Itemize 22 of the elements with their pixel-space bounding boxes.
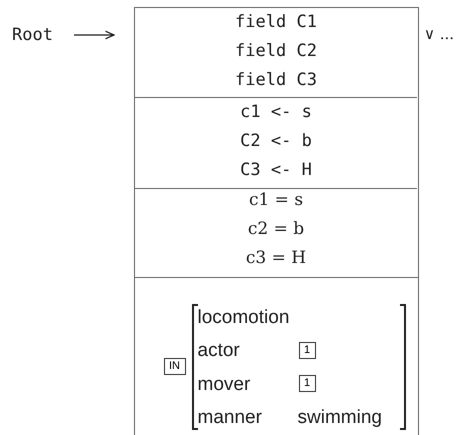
attribute-text: locomotion [198, 308, 290, 326]
code-text: Root [12, 27, 53, 44]
equation-text: c1 = s [248, 192, 304, 209]
continuation-text: ∨ ... [424, 27, 454, 42]
attribute-matrix [192, 304, 406, 430]
attribute-text: swimming [298, 408, 382, 426]
tag-box: 1 [298, 342, 316, 358]
attribute-text: manner [198, 408, 262, 426]
code-text: field C1 [234, 14, 318, 31]
code-text: C3 <- H [239, 162, 313, 179]
attribute-text: actor [198, 340, 240, 360]
code-text: field C3 [234, 72, 318, 89]
code-text: field C2 [234, 43, 318, 60]
code-text: c1 <- s [239, 104, 313, 121]
equation-text: c2 = b [246, 221, 306, 238]
arrow [74, 30, 115, 40]
tag-box: 1 [298, 374, 316, 392]
structure-box [134, 7, 419, 435]
tag-box: IN [164, 358, 186, 374]
attribute-text: mover [198, 374, 250, 394]
code-text: C2 <- b [239, 133, 313, 150]
equation-text: c3 = H [244, 250, 308, 267]
